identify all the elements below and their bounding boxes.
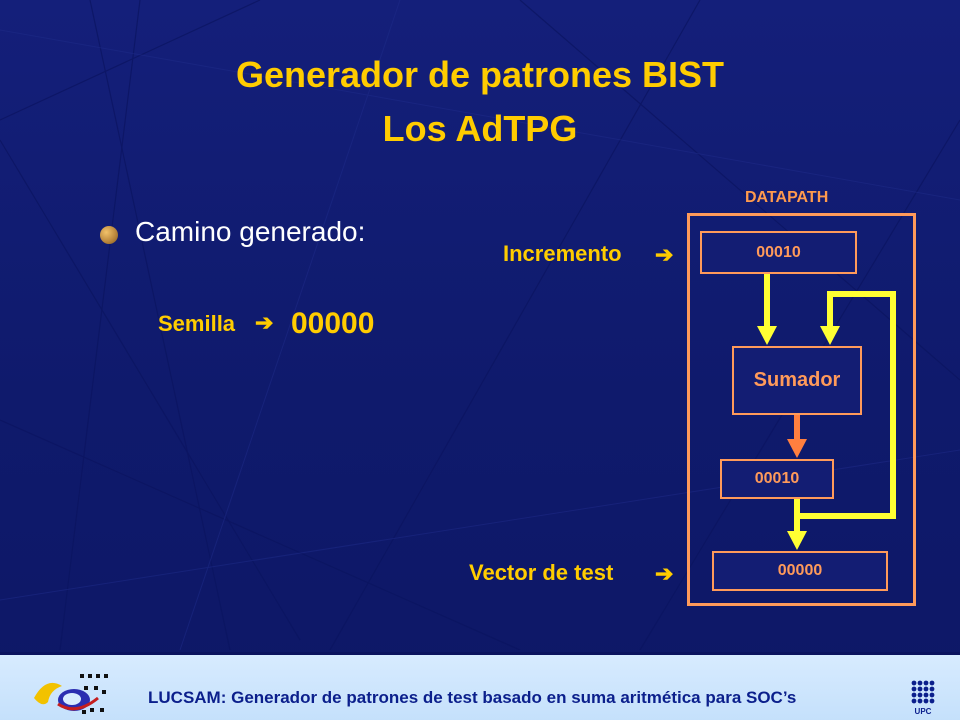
upc-logo-text: UPC (915, 707, 932, 716)
seed-arrow-icon: ➔ (255, 310, 274, 335)
lucsam-logo (34, 674, 108, 714)
vector-label: Vector de test (469, 560, 614, 585)
result-register: 00010 (720, 459, 834, 499)
increment-arrow-icon: ➔ (655, 242, 674, 267)
seed-label: Semilla (158, 311, 236, 336)
datapath-label: DATAPATH (745, 189, 829, 206)
title-line-2: Los AdTPG (382, 108, 578, 149)
increment-register: 00010 (700, 231, 857, 274)
title-line-1: Generador de patrones BIST (235, 54, 725, 95)
test-vector-register: 00000 (712, 551, 888, 591)
seed-value: 00000 (291, 307, 375, 340)
upc-logo: UPC (911, 680, 935, 716)
vector-arrow-icon: ➔ (655, 561, 674, 586)
increment-label: Incremento (503, 241, 622, 266)
datapath-frame (687, 213, 916, 606)
bullet-text: Camino generado: (135, 216, 366, 247)
footer-bar (0, 652, 960, 720)
bullet-icon (100, 226, 118, 244)
footer-text: LUCSAM: Generador de patrones de test ba… (148, 688, 797, 707)
adder-block: Sumador (732, 346, 862, 415)
